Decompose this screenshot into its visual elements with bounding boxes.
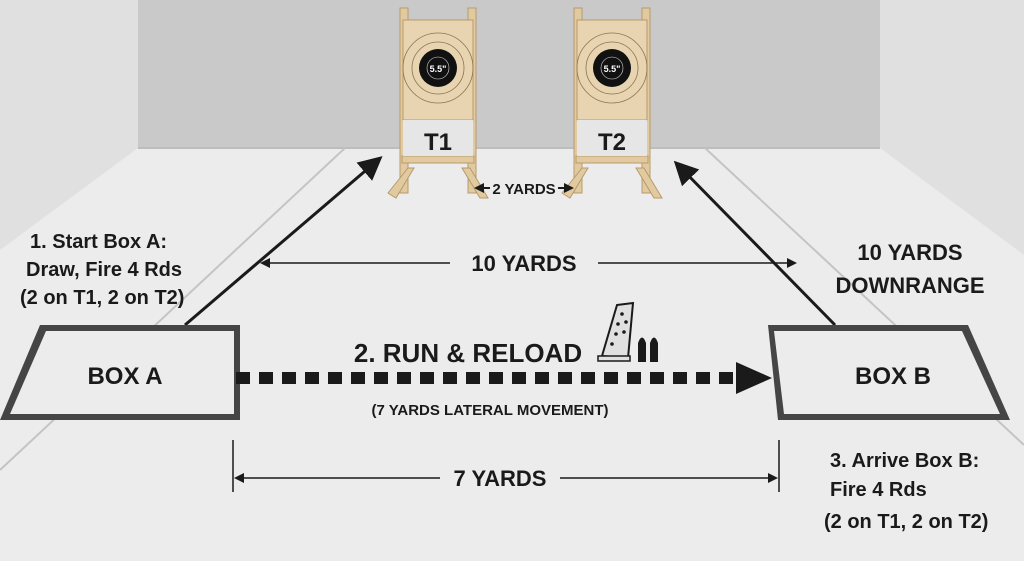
shot-arrow-b <box>673 160 837 327</box>
target-t2: 5.5" T2 <box>561 7 663 199</box>
target-size-label: 5.5" <box>430 64 447 74</box>
step3-line2: Fire 4 Rds <box>830 479 927 501</box>
rounds-icon <box>638 337 658 362</box>
target-size-label: 5.5" <box>604 64 621 74</box>
box-b: BOX B <box>768 325 1010 420</box>
step3-line1: 3. Arrive Box B: <box>830 450 979 472</box>
target-label: T1 <box>424 129 452 156</box>
step1-line1: 1. Start Box A: <box>30 231 167 253</box>
box-a: BOX A <box>0 325 240 420</box>
step1-line2: Draw, Fire 4 Rds <box>26 259 182 281</box>
left-wall <box>0 0 138 250</box>
box-a-label: BOX A <box>87 363 162 390</box>
magazine-icon <box>597 301 635 362</box>
target-label: T2 <box>598 129 626 156</box>
step3-line3: (2 on T1, 2 on T2) <box>824 511 988 533</box>
target-spacing-label: 2 YARDS <box>492 181 555 198</box>
step2-title: 2. RUN & RELOAD <box>354 338 582 368</box>
back-wall <box>138 0 880 148</box>
lateral-dimension-label: 7 YARDS <box>454 466 547 491</box>
right-wall <box>880 0 1024 255</box>
shot-arrow-a <box>184 156 383 327</box>
step2-subtitle: (7 YARDS LATERAL MOVEMENT) <box>372 402 609 419</box>
target-t1: 5.5" T1 <box>387 7 489 199</box>
step1-line3: (2 on T1, 2 on T2) <box>20 287 184 309</box>
width-dimension-label: 10 YARDS <box>471 251 576 276</box>
box-b-label: BOX B <box>855 363 931 390</box>
downrange-line1: 10 YARDS <box>857 240 962 265</box>
downrange-line2: DOWNRANGE <box>835 273 984 298</box>
